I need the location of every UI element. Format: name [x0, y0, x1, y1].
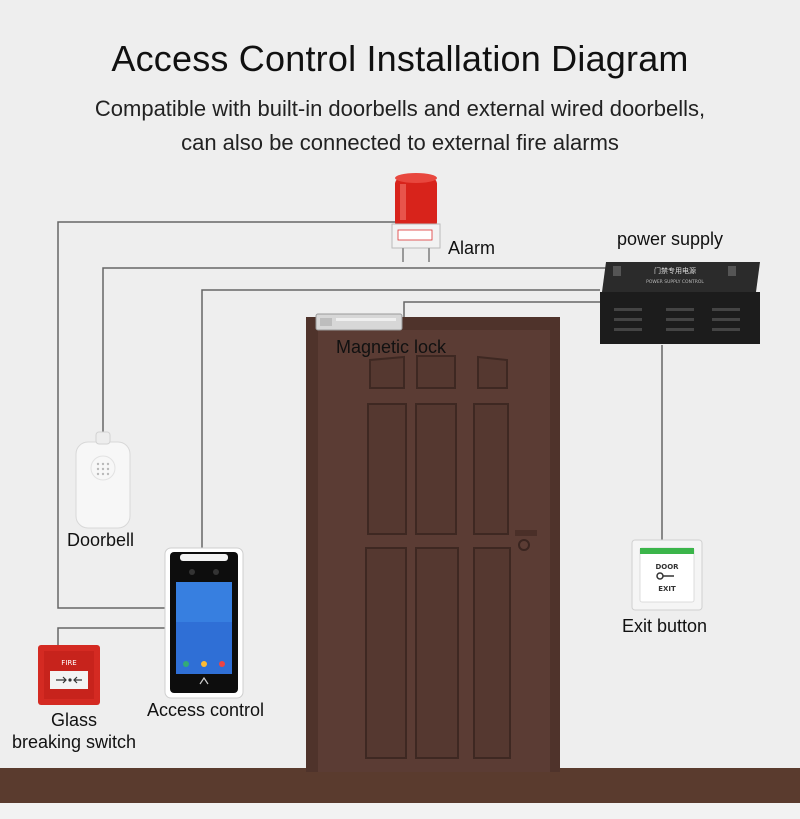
access-control-device-icon: [164, 547, 244, 699]
door-panel-top-2: [416, 355, 456, 389]
access-control-label: Access control: [147, 700, 265, 720]
glass-breaking-switch-icon: FIRE: [38, 645, 100, 705]
magnetic-lock-label: Magnetic lock: [336, 337, 447, 357]
door-panel-top-3: [477, 355, 508, 389]
alarm-label: Alarm: [448, 238, 496, 258]
door-panel-low-3: [473, 547, 511, 759]
floor: [0, 768, 800, 803]
wire-alarm-to-access: [57, 221, 410, 609]
glass-breaking-switch-label: Glass breaking switch: [4, 709, 144, 753]
door-panel-mid-2: [415, 403, 457, 535]
fire-text: FIRE: [61, 659, 76, 667]
door-panel-top-1: [369, 355, 405, 389]
power-supply-icon: 门禁专用电源 POWER SUPPLY CONTROL: [600, 262, 760, 344]
subtitle-line-1: Compatible with built-in doorbells and e…: [94, 96, 706, 121]
door: [306, 317, 560, 772]
exit-door-text: DOOR: [655, 563, 679, 571]
exit-button-label: Exit button: [622, 616, 708, 636]
glass-label-line-1: Glass: [50, 710, 97, 730]
wire-power-to-doorbell: [102, 267, 606, 435]
subtitle-line-2: can also be connected to external fire a…: [181, 130, 619, 155]
door-panel-mid-3: [473, 403, 509, 535]
power-supply-label: power supply: [617, 229, 724, 249]
floor-base: [0, 803, 800, 819]
alarm-icon: [391, 173, 441, 262]
doorbell-icon: [75, 431, 131, 529]
psu-en-text: POWER SUPPLY CONTROL: [646, 279, 704, 285]
door-panel-low-1: [365, 547, 407, 759]
wire-power-to-access: [201, 289, 600, 548]
magnetic-lock-icon: [315, 313, 403, 331]
doorbell-label: Doorbell: [67, 530, 135, 550]
door-panel-low-2: [415, 547, 459, 759]
wiring: [57, 221, 663, 645]
psu-cn-text: 门禁专用电源: [654, 266, 696, 275]
wire-glass-to-access: [57, 627, 165, 645]
page-title: Access Control Installation Diagram: [111, 38, 689, 79]
door-panel-mid-1: [367, 403, 407, 535]
glass-label-line-2: breaking switch: [11, 732, 137, 752]
door-handle-plate: [515, 530, 537, 536]
door-handle-icon: [518, 539, 530, 551]
exit-exit-text: EXIT: [658, 585, 676, 593]
page-subtitle: Compatible with built-in doorbells and e…: [0, 92, 800, 160]
exit-button-icon: DOOR EXIT: [631, 539, 703, 611]
wire-power-to-lock: [403, 301, 600, 320]
